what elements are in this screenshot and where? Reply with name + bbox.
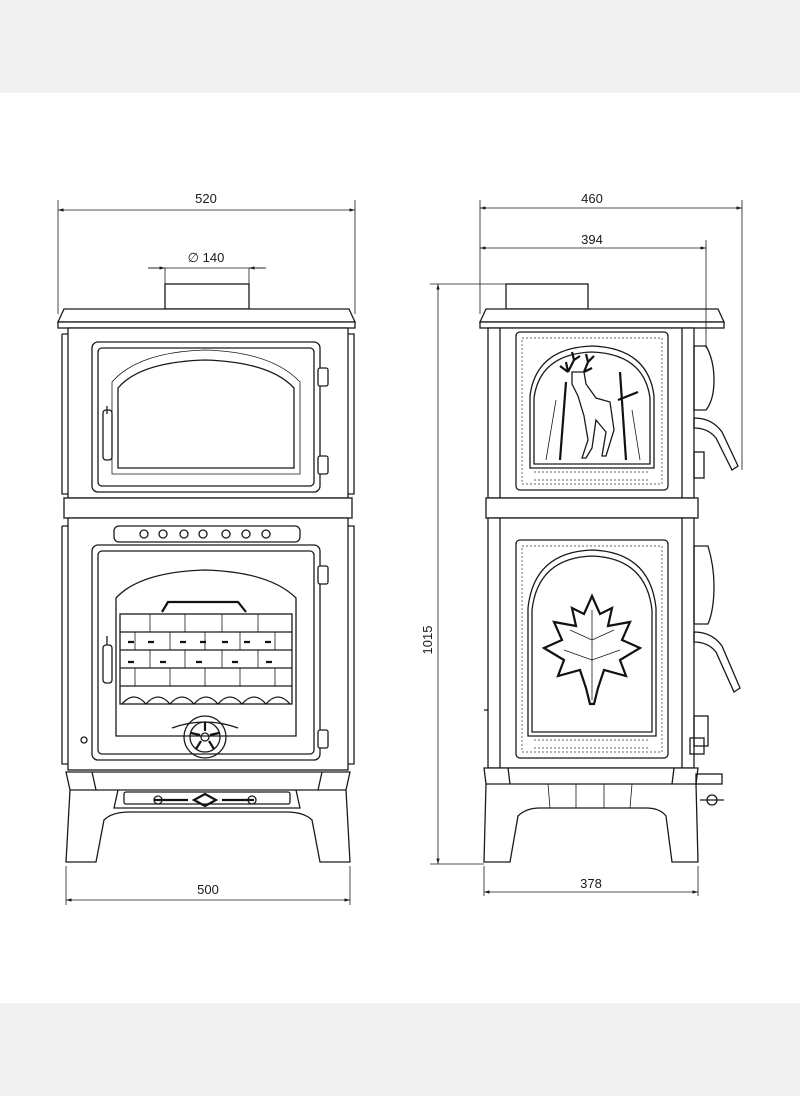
side-top-plate: [478, 308, 726, 323]
dim-height: 1015: [420, 626, 435, 655]
fire-door-handle: [102, 644, 113, 684]
side-middle-band: [485, 497, 699, 519]
front-middle-band: [63, 497, 353, 519]
side-legs: [483, 783, 699, 863]
bottom-gray-band: [0, 1003, 800, 1096]
front-top-plate: [56, 308, 357, 323]
oven-door: [91, 341, 321, 493]
control-strip: [113, 525, 301, 543]
front-legs: [65, 789, 351, 863]
stag-panel: [515, 331, 669, 491]
maple-leaf-icon: [541, 593, 643, 706]
dim-side-depth-body: 394: [581, 232, 603, 247]
dim-side-depth-total: 460: [581, 191, 603, 206]
side-dimension-lines: [430, 200, 743, 896]
air-spinner: [171, 715, 239, 759]
dim-front-width-top: 520: [195, 191, 217, 206]
dim-flue-diameter: ∅ 140: [188, 250, 225, 265]
firebrick-grid: [119, 613, 293, 705]
oven-window: [117, 359, 295, 469]
side-view: [478, 283, 741, 863]
oven-handle: [102, 409, 113, 461]
side-base: [483, 767, 699, 785]
front-view: [56, 283, 357, 863]
fire-window: [115, 569, 297, 737]
front-base: [65, 771, 351, 791]
front-flue-collar: [164, 283, 250, 310]
dim-front-width-bottom: 500: [197, 882, 219, 897]
side-flue-collar: [505, 283, 589, 310]
side-upper-pipe: [693, 417, 739, 471]
top-gray-band: [0, 0, 800, 93]
ash-pan: [113, 789, 301, 809]
dim-side-depth-base: 378: [580, 876, 602, 891]
fire-door: [91, 544, 321, 761]
stag-icon: [545, 351, 641, 461]
maple-panel: [515, 539, 669, 759]
control-knobs: [139, 529, 271, 539]
front-dimension-lines: [57, 200, 356, 905]
side-lower-pipe: [693, 631, 741, 693]
front-lower-body: [67, 517, 349, 771]
